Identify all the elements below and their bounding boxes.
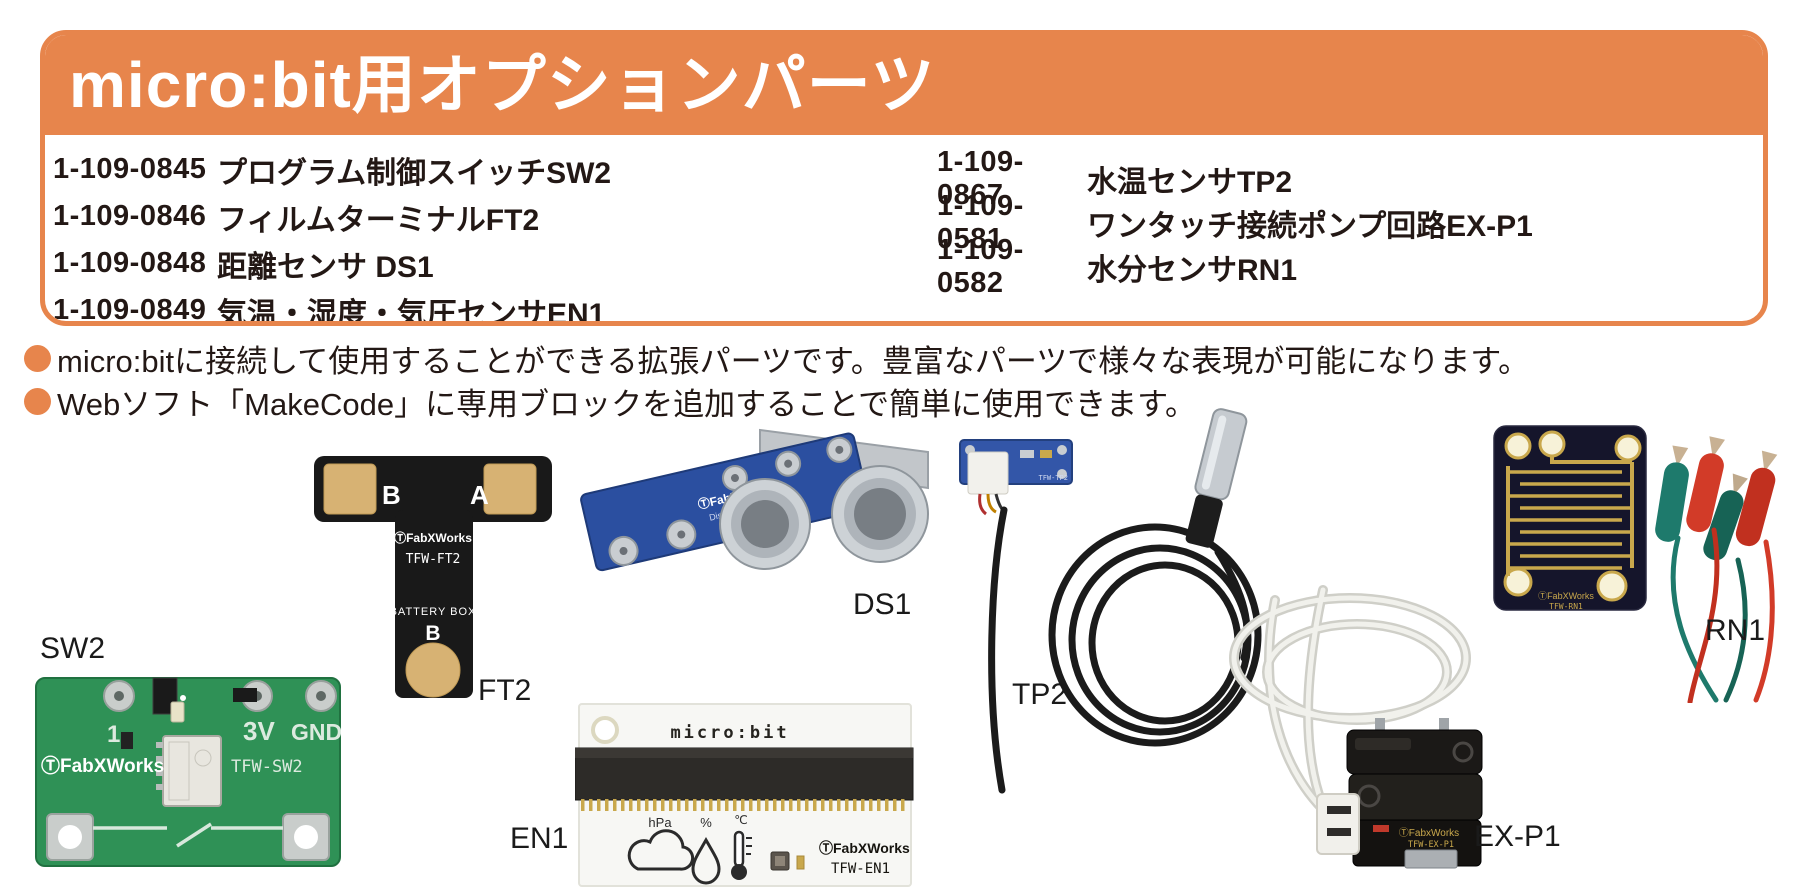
ft2-silk-battery: BATTERY BOX [390, 606, 477, 618]
ft2-silk-b-top: B [382, 480, 401, 510]
photo-sw2-switch-board: 1 3V GND ⓉFabXWorks TFW-SW2 [35, 677, 341, 867]
note-text: Webソフト「MakeCode」に専用ブロックを追加することで簡単に使用できます… [57, 387, 1197, 422]
en1-cloud-icon [627, 829, 695, 871]
product-code: 1-109-0582 [937, 234, 1024, 299]
product-name: 水分センサRN1 [1087, 254, 1298, 287]
product-code: 1-109-0846 [53, 200, 207, 232]
photo-exp1-pump-circuit: ⓉFabxWorks TFW-EX-P1 [1229, 585, 1483, 869]
exp1-silk-logo: ⓉFabxWorks [1399, 827, 1459, 839]
title-banner: micro:bit用オプションパーツ [45, 35, 1763, 135]
product-name: 距離センサ DS1 [217, 250, 434, 284]
en1-silk-brand: micro:bit [670, 723, 789, 743]
label-exp1: EX-P1 [1474, 820, 1561, 853]
sw2-silk-gnd: GND [291, 719, 341, 745]
exp1-pump-box: ⓉFabxWorks TFW-EX-P1 [1316, 718, 1483, 869]
page-title: micro:bit用オプションパーツ [69, 49, 936, 121]
label-en1: EN1 [510, 822, 569, 855]
tp2-silk-model: TFW-TP2 [1038, 474, 1068, 482]
product-row: 1-109-0848 距離センサ DS1 [53, 240, 611, 287]
product-row: 1-109-0849 気温・湿度・気圧センサEN1 [53, 287, 611, 326]
photo-ft2-film-terminal: B A ⓉFabXWorks TFW-FT2 BATTERY BOX B [314, 456, 552, 698]
en1-silk-hpa: hPa [648, 815, 672, 830]
label-sw2: SW2 [40, 632, 106, 665]
product-code: 1-109-0867 [937, 146, 1024, 211]
en1-silk-logo: ⓉFabXWorks [819, 840, 910, 856]
product-list-left: 1-109-0845 プログラム制御スイッチSW2 1-109-0846 フィル… [53, 146, 611, 326]
product-code: 1-109-0848 [53, 247, 207, 279]
label-ft2: FT2 [478, 674, 532, 707]
sw2-silk-pin1: 1 [107, 721, 120, 748]
tp2-probe [1185, 408, 1248, 548]
bullet-icon [24, 388, 51, 415]
note-line: micro:bitに接続して使用することができる拡張パーツです。豊富なパーツで様… [24, 336, 1529, 381]
header-box: micro:bit用オプションパーツ 1-109-0845 プログラム制御スイッ… [40, 30, 1768, 326]
ft2-silk-b-bottom: B [425, 622, 440, 645]
photo-en1-env-sensor: micro:bit hPa % ℃ ⓉFabXWorks TFW-EN1 [575, 703, 914, 887]
bullet-icon [24, 345, 51, 372]
note-line: Webソフト「MakeCode」に専用ブロックを追加することで簡単に使用できます… [24, 379, 1196, 424]
product-name: 水温センサTP2 [1087, 166, 1293, 199]
rn1-silk-model: TFW-RN1 [1549, 602, 1583, 611]
ds1-transducers [719, 465, 929, 570]
photo-tp2-temp-sensor: TFW-TP2 [959, 408, 1262, 794]
sw2-switch-symbol [93, 822, 283, 848]
rn1-silk-logo: ⓉFabXWorks [1538, 591, 1594, 601]
note-text: micro:bitに接続して使用することができる拡張パーツです。豊富なパーツで様… [57, 344, 1530, 379]
label-ds1: DS1 [853, 588, 912, 621]
product-row: 1-109-0867 水温センサTP2 [937, 146, 1533, 211]
exp1-silk-model: TFW-EX-P1 [1408, 840, 1454, 850]
product-row: 1-109-0581 ワンタッチ接続ポンプ回路EX-P1 [937, 190, 1533, 255]
product-code: 1-109-0581 [937, 190, 1024, 255]
en1-silk-degc: ℃ [734, 813, 747, 827]
product-row: 1-109-0846 フィルムターミナルFT2 [53, 193, 611, 240]
rn1-alligator-clips [1655, 436, 1778, 703]
label-tp2: TP2 [1012, 678, 1068, 711]
product-name: プログラム制御スイッチSW2 [217, 156, 612, 190]
en1-silk-percent: % [700, 815, 712, 830]
product-row: 1-109-0845 プログラム制御スイッチSW2 [53, 146, 611, 193]
product-code: 1-109-0845 [53, 153, 207, 185]
product-name: 気温・湿度・気圧センサEN1 [217, 297, 606, 326]
ft2-silk-a-top: A [470, 480, 489, 510]
ft2-silk-logo: ⓉFabXWorks [394, 530, 472, 545]
en1-silk-model: TFW-EN1 [831, 861, 890, 877]
product-name: ワンタッチ接続ポンプ回路EX-P1 [1087, 210, 1533, 243]
sw2-silk-model: TFW-SW2 [231, 757, 303, 777]
photo-rn1-moisture-sensor: ⓉFabXWorks TFW-RN1 [1493, 425, 1778, 703]
sw2-silk-logo: ⓉFabXWorks [41, 754, 164, 777]
sw2-silk-3v: 3V [243, 716, 275, 746]
product-row: 1-109-0582 水分センサRN1 [937, 234, 1533, 299]
product-list-right: 1-109-0867 水温センサTP2 1-109-0581 ワンタッチ接続ポン… [937, 146, 1533, 299]
photo-ds1-distance-sensor: ⓉFabXWorks Distance Sensor [580, 428, 929, 572]
product-name: フィルムターミナルFT2 [217, 203, 540, 237]
label-rn1: RN1 [1705, 614, 1766, 647]
en1-drop-icon [691, 836, 721, 885]
en1-thermometer-icon [731, 830, 752, 880]
ft2-silk-model: TFW-FT2 [406, 552, 461, 567]
product-code: 1-109-0849 [53, 294, 207, 326]
rn1-comb-pattern [1506, 456, 1634, 576]
